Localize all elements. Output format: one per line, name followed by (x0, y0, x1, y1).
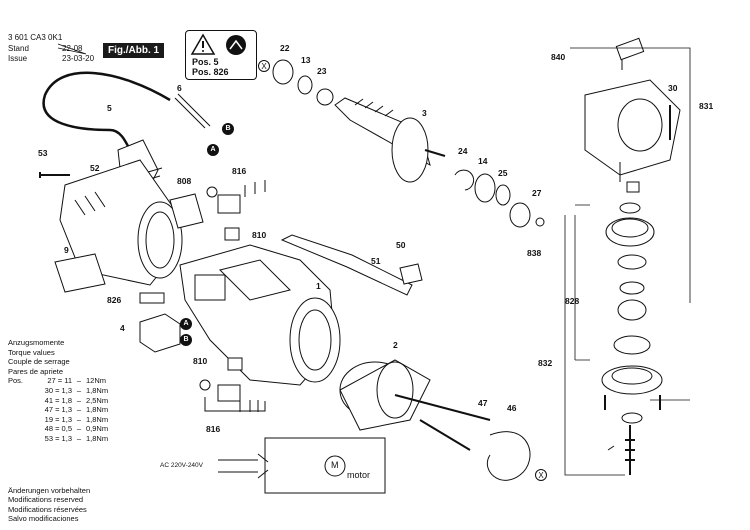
callout-816-bottom: 816 (206, 424, 221, 434)
figure-label: Fig./Abb. 1 (103, 43, 165, 58)
callout-810-top: 810 (252, 230, 267, 240)
callout-826: 826 (107, 295, 122, 305)
callout-828: 828 (565, 296, 580, 306)
callout-816-top: 816 (232, 166, 247, 176)
badge-b-cable: B (222, 123, 234, 135)
torque-row: 30 = 1,3–1,8Nm (44, 385, 109, 395)
torque-title-fr: Couple de serrage (8, 357, 70, 367)
torque-row: 53 = 1,3–1,8Nm (44, 433, 109, 443)
note-es: Salvo modificaciones (8, 514, 79, 524)
callout-22: 22 (280, 43, 290, 53)
torque-row: 48 = 0,5–0,9Nm (44, 424, 109, 434)
callout-52: 52 (90, 163, 100, 173)
badge-x-top: X (258, 60, 270, 72)
callout-810-bottom: 810 (193, 356, 208, 366)
callout-808: 808 (177, 176, 192, 186)
armature (334, 97, 446, 183)
note-de: Änderungen vorbehalten (8, 486, 91, 495)
callout-50: 50 (396, 240, 406, 250)
callout-3: 3 (422, 108, 427, 118)
callout-4: 4 (120, 323, 125, 333)
warning-box: Pos. 5 Pos. 826 (185, 30, 257, 80)
callout-832: 832 (538, 358, 553, 368)
callout-23: 23 (317, 66, 327, 76)
circuit-voltage: AC 220V-240V (160, 462, 204, 469)
callout-840: 840 (551, 52, 566, 62)
document-number: 3 601 CA3 0K1 (8, 33, 63, 42)
rear-handle-cover (59, 159, 183, 286)
modifications-notes: Änderungen vorbehalten Modifications res… (8, 486, 90, 524)
warning-pos-5: Pos. 5 (192, 57, 219, 67)
callout-1: 1 (316, 281, 321, 291)
callout-47: 47 (478, 398, 488, 408)
torque-row: 47 = 1,3–1,8Nm (44, 405, 109, 415)
warning-triangle-icon (190, 33, 246, 55)
torque-title-de: Anzugsmomente (8, 338, 65, 347)
badge-a-cable: A (207, 144, 219, 156)
callout-25: 25 (498, 168, 508, 178)
torque-pos-label: Pos. (8, 376, 24, 386)
callout-51: 51 (371, 256, 381, 266)
motor-housing (179, 244, 341, 386)
power-cable (42, 71, 171, 151)
callout-30: 30 (668, 83, 678, 93)
stand-label: Stand (8, 44, 29, 53)
motor-label: motor (347, 470, 371, 480)
gear-head (584, 37, 681, 176)
badge-a-switch: A (180, 318, 192, 330)
callout-13: 13 (301, 55, 311, 65)
guard (486, 431, 531, 481)
callout-27: 27 (532, 188, 542, 198)
issue-value: 23-03-20 (62, 54, 95, 63)
note-en: Modifications reserved (8, 495, 84, 505)
torque-row: Pos.27 = 11–12Nm (8, 376, 107, 386)
stator (339, 359, 431, 431)
torque-title-es: Pares de apriete (8, 366, 64, 376)
callout-838: 838 (527, 248, 542, 258)
callout-5: 5 (107, 103, 112, 113)
stand-value: 22-08 (62, 44, 83, 53)
circuit-diagram (218, 437, 386, 494)
callout-24: 24 (458, 146, 468, 156)
callout-6: 6 (177, 83, 182, 93)
issue-label: Issue (8, 54, 28, 63)
callout-14: 14 (478, 156, 488, 166)
torque-row: 19 = 1,3–1,8Nm (44, 414, 109, 424)
motor-symbol: M (331, 460, 339, 470)
callout-2: 2 (393, 340, 398, 350)
badge-b-switch: B (180, 334, 192, 346)
torque-row: 41 = 1,8–2,5Nm (44, 395, 109, 405)
torque-table: Anzugsmomente Torque values Couple de se… (8, 338, 108, 444)
callout-46: 46 (507, 403, 517, 413)
callout-831: 831 (699, 101, 714, 111)
callout-53: 53 (38, 148, 48, 158)
callout-9: 9 (64, 245, 69, 255)
note-fr: Modifications réservées (8, 504, 87, 514)
badge-x-bottom: X (535, 469, 547, 481)
torque-title-en: Torque values (8, 347, 55, 357)
warning-pos-826: Pos. 826 (192, 67, 229, 77)
